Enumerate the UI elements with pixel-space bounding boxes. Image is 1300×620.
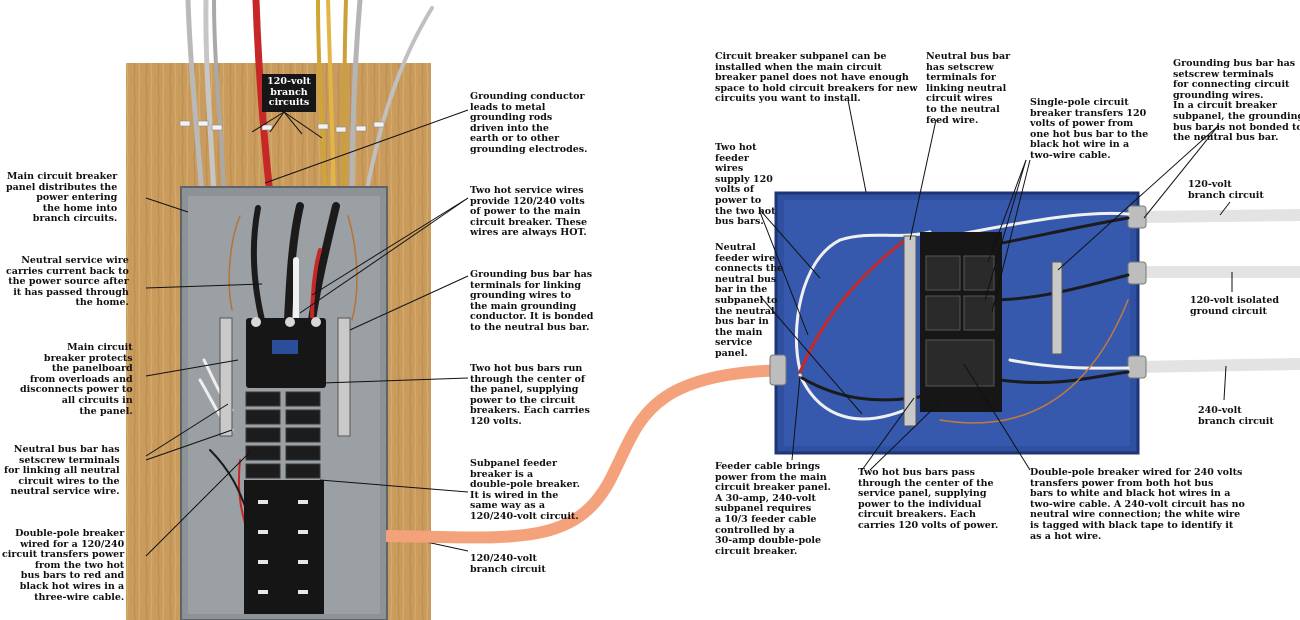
left-leader-lines bbox=[145, 109, 469, 557]
neutral-bus-bar-subpanel bbox=[903, 235, 917, 427]
callout-feeder-cable: Feeder cable brings power from the main … bbox=[715, 461, 831, 557]
callout-single-pole-breaker: Single-pole circuit breaker transfers 12… bbox=[1030, 97, 1149, 161]
grounding-bus-bar-left bbox=[337, 317, 351, 437]
feeder-cable bbox=[385, 364, 791, 544]
outgoing-cables bbox=[1137, 209, 1300, 373]
callout-main-panel: Main circuit breaker panel distributes t… bbox=[6, 171, 118, 225]
callout-main-breaker: Main circuit breaker protects the panelb… bbox=[20, 342, 133, 417]
callout-hot-service-wires: Two hot service wires provide 120/240 vo… bbox=[470, 185, 588, 239]
callout-subpanel-install: Circuit breaker subpanel can be installe… bbox=[715, 51, 918, 105]
callout-hot-bus-bars-subpanel: Two hot bus bars pass through the center… bbox=[858, 467, 999, 531]
callout-hot-bus-bars: Two hot bus bars run through the center … bbox=[470, 363, 590, 427]
right-leader-lines bbox=[759, 99, 1233, 471]
branch-circuits-tag: 120-volt branch circuits bbox=[262, 74, 316, 112]
branch-breakers-left bbox=[245, 391, 321, 479]
callout-neutral-service-wire: Neutral service wire carries current bac… bbox=[6, 255, 129, 309]
callout-hot-feeder-wires: Two hot feeder wires supply 120 volts of… bbox=[715, 142, 776, 228]
incoming-cables bbox=[185, 0, 434, 199]
callout-240-volt-branch: 240-volt branch circuit bbox=[1198, 405, 1274, 427]
callout-subpanel-feeder-breaker: Subpanel feeder breaker is a double-pole… bbox=[470, 458, 580, 522]
grounding-bus-bar-subpanel bbox=[1051, 261, 1063, 355]
callout-120-240-branch-circuit: 120/240-volt branch circuit bbox=[470, 553, 546, 575]
callout-isolated-ground: 120-volt isolated ground circuit bbox=[1190, 295, 1280, 317]
subpanel-breakers bbox=[925, 255, 995, 387]
cable-staples bbox=[179, 120, 385, 133]
callout-double-pole-breaker: Double-pole breaker wired for a 120/240 … bbox=[2, 528, 125, 603]
callout-neutral-bus-bar-subpanel: Neutral bus bar has setscrew terminals f… bbox=[926, 51, 1011, 126]
callout-grounding-bus-bar-subpanel: Grounding bus bar has setscrew terminals… bbox=[1173, 58, 1300, 144]
callout-neutral-bus-bar: Neutral bus bar has setscrew terminals f… bbox=[4, 444, 120, 498]
callout-grounding-conductor: Grounding conductor leads to metal groun… bbox=[470, 91, 588, 155]
callout-grounding-bus-bar: Grounding bus bar has terminals for link… bbox=[470, 269, 594, 333]
callout-double-pole-240: Double-pole breaker wired for 240 volts … bbox=[1030, 467, 1245, 542]
neutral-bus-bar-left bbox=[219, 317, 233, 437]
callout-neutral-feeder-wire: Neutral feeder wire connects the neutral… bbox=[715, 242, 784, 359]
callout-120-volt-branch: 120-volt branch circuit bbox=[1188, 179, 1264, 201]
